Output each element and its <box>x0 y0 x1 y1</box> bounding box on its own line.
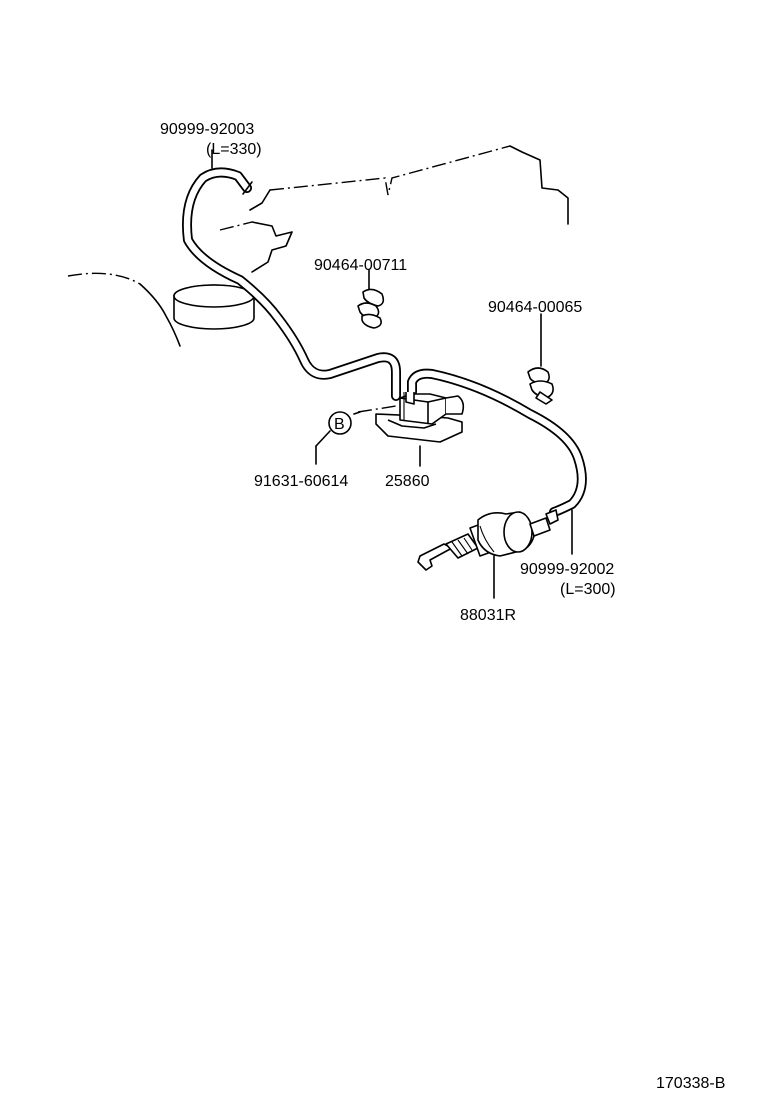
label-clip-b: 90464-00065 <box>488 299 582 316</box>
vsv-valve <box>375 392 465 443</box>
callout-circle-b <box>328 411 352 435</box>
hose-upper <box>182 167 401 401</box>
bolt-callout <box>315 405 397 465</box>
actuator-88031r <box>417 509 559 571</box>
label-hose-upper-length: (L=330) <box>206 141 262 158</box>
label-callout-b: B <box>334 416 345 433</box>
label-hose-upper-part: 90999-92003 <box>160 121 254 138</box>
leader-lines <box>211 149 573 599</box>
label-bolt: 91631-60614 <box>254 473 348 490</box>
clip-90464-00711 <box>357 269 385 329</box>
label-actuator: 88031R <box>460 607 516 624</box>
label-hose-lower-length: (L=300) <box>560 581 616 598</box>
label-valve: 25860 <box>385 473 430 490</box>
engine-body <box>67 272 255 347</box>
clip-90464-00065 <box>527 313 554 405</box>
hose-lower <box>407 368 587 517</box>
figure-code: 170338-B <box>656 1075 725 1092</box>
label-clip-a: 90464-00711 <box>314 257 407 274</box>
engine-outline <box>219 145 569 273</box>
label-hose-lower-part: 90999-92002 <box>520 561 614 578</box>
